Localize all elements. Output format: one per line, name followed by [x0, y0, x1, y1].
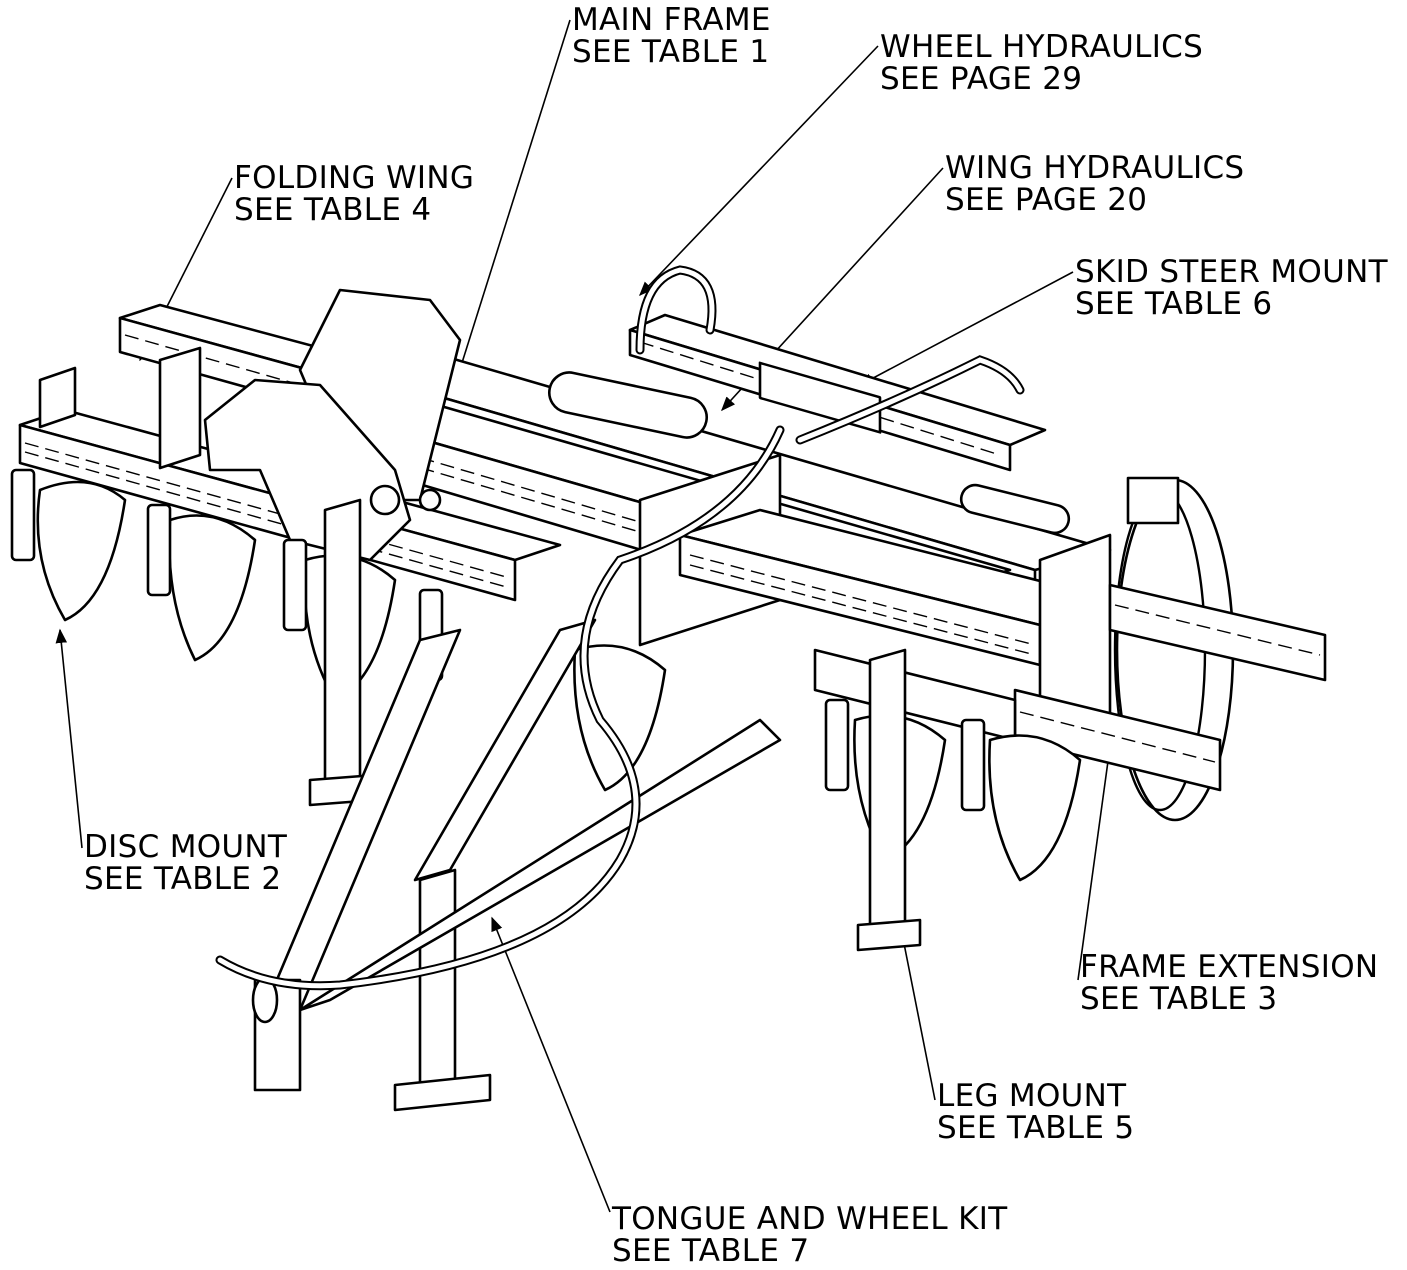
rear-toolbar [628, 313, 1047, 472]
callout-disc-mount-ref: SEE TABLE 2 [84, 861, 282, 897]
callout-folding-wing: FOLDING WING SEE TABLE 4 [234, 162, 474, 226]
callout-folding-wing-ref: SEE TABLE 4 [234, 192, 432, 228]
callout-leg-mount-title: LEG MOUNT [937, 1078, 1127, 1114]
frame-extension [813, 583, 1327, 792]
disc-mount-leader [55, 628, 83, 849]
callout-main-frame-ref: SEE TABLE 1 [572, 34, 770, 70]
callout-wing-hydraulics: WING HYDRAULICS SEE PAGE 20 [945, 152, 1244, 216]
main-frame [353, 353, 1117, 747]
callout-wheel-hydraulics-ref: SEE PAGE 29 [880, 61, 1083, 97]
disc-mount-shanks [10, 468, 986, 812]
skid-steer-mount-leader [858, 271, 1074, 386]
callout-tongue-wheel-kit: TONGUE AND WHEEL KIT SEE TABLE 7 [612, 1203, 1007, 1267]
callout-skid-steer-mount: SKID STEER MOUNT SEE TABLE 6 [1075, 256, 1388, 320]
frame-extension-leader [1077, 730, 1116, 981]
leader-lines [55, 19, 1116, 1213]
callout-folding-wing-title: FOLDING WING [234, 160, 475, 196]
callout-main-frame: MAIN FRAME SEE TABLE 1 [572, 4, 771, 68]
callout-leg-mount-ref: SEE TABLE 5 [937, 1110, 1135, 1146]
main-frame-leader [453, 19, 571, 387]
wheel-hydraulics-leader [639, 45, 879, 297]
callout-main-frame-title: MAIN FRAME [572, 2, 771, 38]
callout-wing-hydraulics-title: WING HYDRAULICS [945, 150, 1245, 186]
callout-frame-extension: FRAME EXTENSION SEE TABLE 3 [1080, 951, 1378, 1015]
callout-skid-steer-mount-ref: SEE TABLE 6 [1075, 286, 1273, 322]
callout-disc-mount-title: DISC MOUNT [84, 829, 288, 865]
callout-disc-mount: DISC MOUNT SEE TABLE 2 [84, 831, 287, 895]
tongue-wheel-kit-leader [491, 916, 611, 1213]
callout-tongue-wheel-kit-ref: SEE TABLE 7 [612, 1233, 810, 1269]
leg-mounts [308, 498, 922, 1112]
callout-frame-extension-ref: SEE TABLE 3 [1080, 981, 1278, 1017]
hydraulic-hoses [215, 265, 1071, 991]
callout-wing-hydraulics-ref: SEE PAGE 20 [945, 182, 1148, 218]
callout-wheel-hydraulics: WHEEL HYDRAULICS SEE PAGE 29 [880, 31, 1203, 95]
callout-skid-steer-mount-title: SKID STEER MOUNT [1075, 254, 1388, 290]
callout-wheel-hydraulics-title: WHEEL HYDRAULICS [880, 29, 1204, 65]
callout-tongue-wheel-kit-title: TONGUE AND WHEEL KIT [612, 1201, 1008, 1237]
callout-leg-mount: LEG MOUNT SEE TABLE 5 [937, 1080, 1134, 1144]
callout-frame-extension-title: FRAME EXTENSION [1080, 949, 1379, 985]
